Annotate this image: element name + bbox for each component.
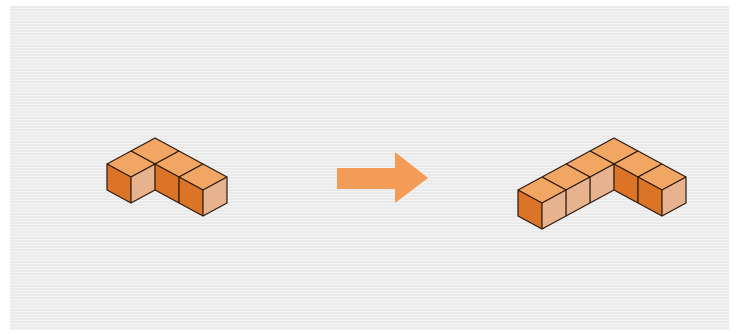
cube-right-face (541, 189, 567, 230)
cube-right-face (661, 176, 687, 217)
cube-right-face (202, 176, 228, 217)
cube-5 (637, 163, 687, 217)
cube-4 (178, 163, 228, 217)
after-cube-shape (517, 137, 687, 230)
arrow-right-icon (337, 152, 428, 203)
cube-6 (517, 176, 567, 230)
before-cube-shape (106, 137, 228, 217)
